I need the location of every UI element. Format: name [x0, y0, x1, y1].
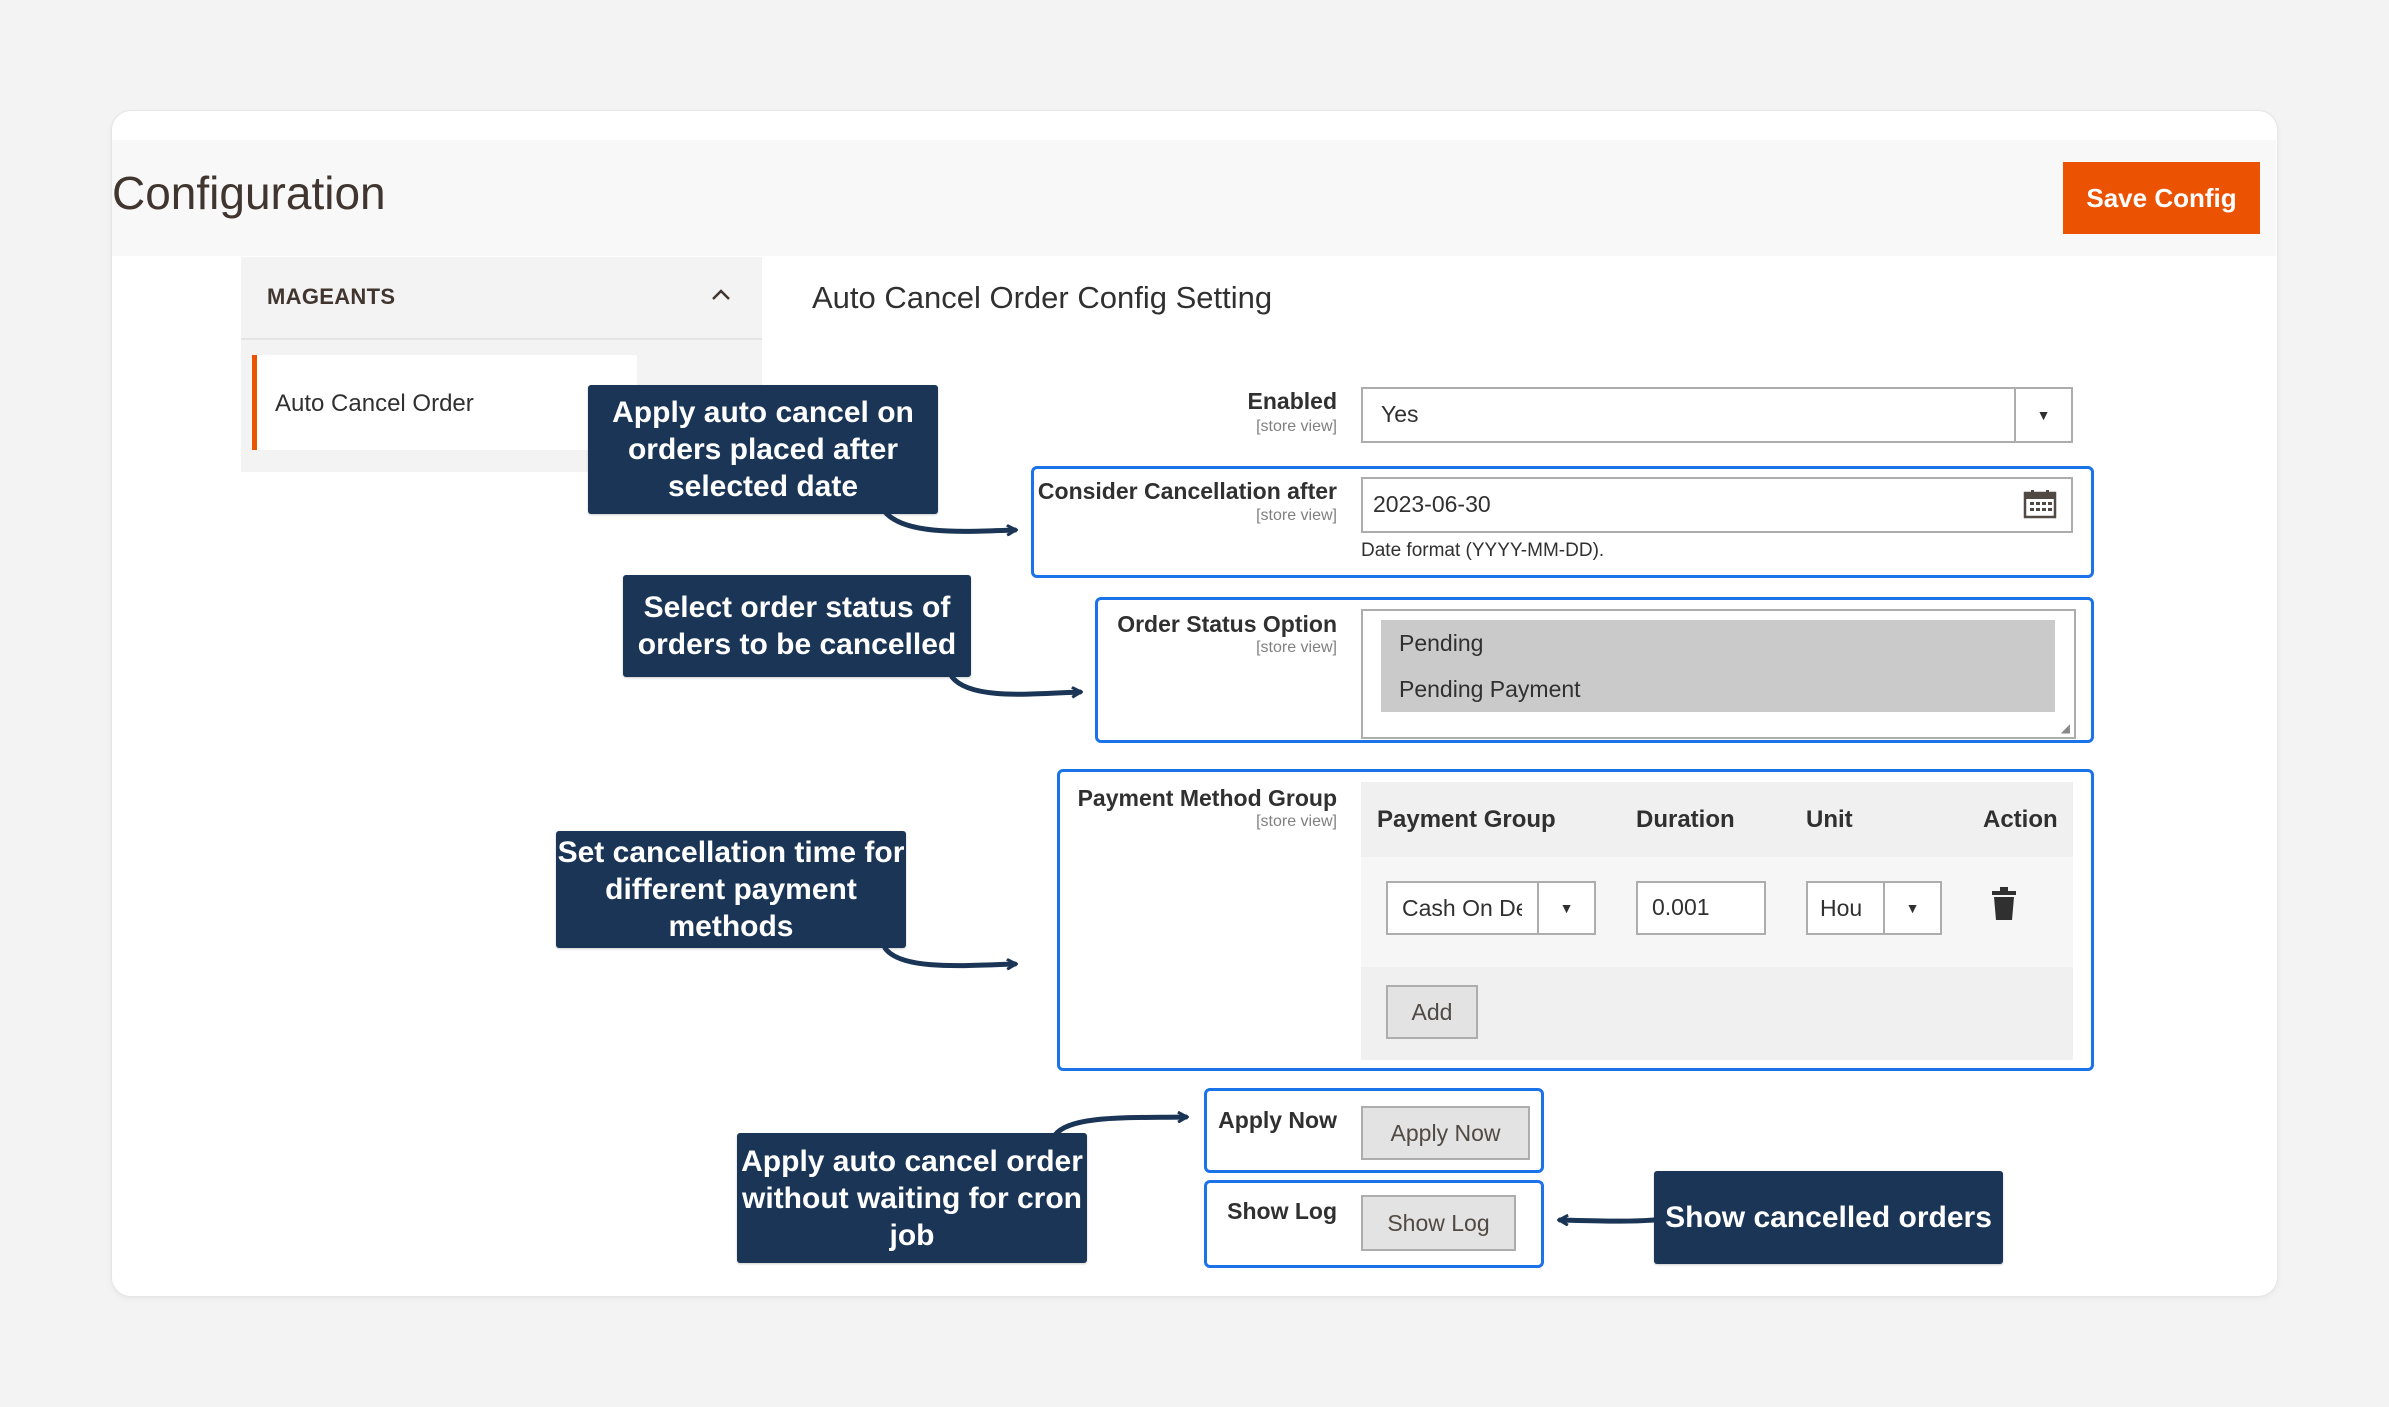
section-title: Auto Cancel Order Config Setting [812, 280, 1273, 315]
payment-group-select[interactable]: Cash On De ▼ [1386, 881, 1596, 935]
order-status-option[interactable]: Pending Payment [1381, 666, 2055, 712]
order-status-scope: [store view] [1256, 639, 1337, 656]
show-log-button[interactable]: Show Log [1361, 1195, 1516, 1251]
page-header [112, 140, 2276, 256]
sidebar-group-mageants[interactable]: MAGEANTS [241, 257, 762, 340]
calendar-icon[interactable] [2023, 489, 2057, 525]
date-format-note: Date format (YYYY-MM-DD). [1361, 540, 1605, 561]
arrow-show-log [1560, 1220, 1657, 1221]
sidebar-item-auto-cancel-order[interactable]: Auto Cancel Order [252, 355, 637, 450]
unit-value: Hou [1820, 895, 1863, 921]
duration-input[interactable]: 0.001 [1636, 881, 1766, 935]
resize-handle-icon[interactable]: ◢ [2060, 721, 2070, 735]
payment-group-scope: [store view] [1256, 813, 1337, 830]
trash-icon[interactable] [1991, 887, 2017, 926]
table-row: Cash On De ▼ 0.001 Hou ▼ [1361, 857, 2073, 967]
order-status-multiselect[interactable]: Pending Pending Payment ◢ [1361, 609, 2076, 739]
enabled-select[interactable]: Yes ▼ [1361, 387, 2073, 443]
chevron-up-icon [710, 279, 732, 310]
page-title: Configuration [112, 167, 386, 219]
arrow-order-status [949, 674, 1080, 694]
sidebar-group-label: MAGEANTS [267, 284, 396, 309]
column-header: Action [1983, 806, 2058, 833]
column-header: Duration [1636, 806, 1735, 833]
column-header: Unit [1806, 806, 1853, 833]
dropdown-arrow-icon: ▼ [1537, 883, 1594, 933]
arrow-payment [882, 945, 1015, 966]
arrow-apply-now [1052, 1117, 1186, 1138]
duration-value: 0.001 [1652, 894, 1710, 920]
dropdown-arrow-icon: ▼ [2014, 389, 2071, 441]
cancellation-after-scope: [store view] [1256, 507, 1337, 524]
cancellation-date-value: 2023-06-30 [1373, 491, 1491, 517]
sidebar-item-label: Auto Cancel Order [275, 390, 474, 417]
order-status-option[interactable]: Pending [1381, 620, 2055, 666]
highlight-order-status [1095, 597, 2094, 743]
cancellation-date-input[interactable]: 2023-06-30 [1361, 477, 2073, 533]
highlight-apply-now [1204, 1088, 1544, 1173]
highlight-payment-group [1057, 769, 2094, 1071]
show-log-label: Show Log [1227, 1198, 1337, 1224]
payment-group-value: Cash On De [1402, 895, 1522, 921]
dropdown-arrow-icon: ▼ [1883, 883, 1940, 933]
apply-now-button[interactable]: Apply Now [1361, 1106, 1530, 1160]
order-status-label: Order Status Option [1117, 611, 1337, 637]
callout-payment: Set cancellation time for different paym… [556, 831, 906, 948]
enabled-select-value: Yes [1381, 401, 1419, 427]
apply-now-label: Apply Now [1218, 1107, 1337, 1133]
callout-apply-now: Apply auto cancel order without waiting … [737, 1133, 1087, 1263]
callout-date: Apply auto cancel on orders placed after… [588, 385, 938, 514]
payment-group-label: Payment Method Group [1077, 785, 1337, 811]
enabled-scope: [store view] [1256, 418, 1337, 435]
cancellation-after-label: Consider Cancellation after [1037, 478, 1337, 504]
save-config-button[interactable]: Save Config [2063, 162, 2260, 234]
callout-show-log: Show cancelled orders [1654, 1171, 2003, 1264]
add-button[interactable]: Add [1386, 985, 1478, 1039]
callout-order-status: Select order status of orders to be canc… [623, 575, 971, 677]
highlight-show-log [1204, 1180, 1544, 1268]
highlight-cancellation-date [1031, 466, 2094, 578]
column-header: Payment Group [1377, 806, 1556, 833]
enabled-label: Enabled [1247, 388, 1337, 414]
payment-group-table: Payment Group Duration Unit Action Cash … [1361, 782, 2073, 1060]
unit-select[interactable]: Hou ▼ [1806, 881, 1942, 935]
arrow-date [882, 509, 1015, 531]
